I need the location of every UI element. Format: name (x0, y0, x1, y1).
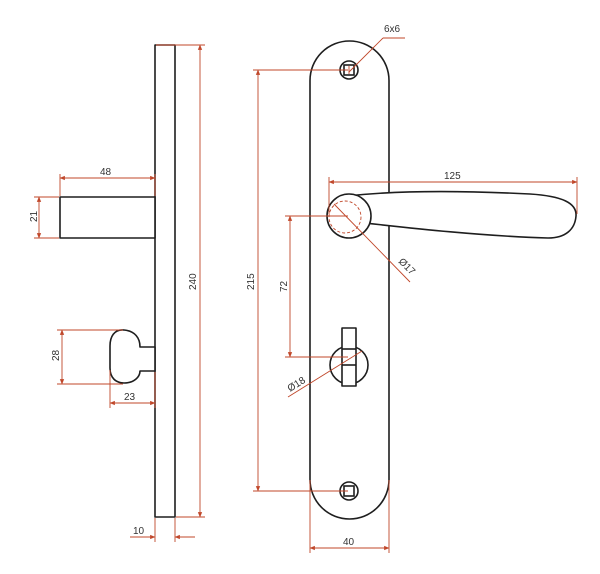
front-backplate (309, 40, 390, 520)
dim-lever-length: 125 (444, 171, 461, 182)
side-view: 48 21 240 28 23 10 (29, 44, 205, 542)
dim-plate-thickness: 10 (133, 526, 145, 537)
dim-plate-width: 40 (343, 537, 355, 548)
side-turn-knob (109, 329, 156, 384)
dim-lever-to-turn: 72 (279, 280, 290, 292)
dim-spindle-length: 48 (100, 167, 112, 178)
side-lever-neck (59, 196, 156, 239)
screw-hole-top (339, 60, 359, 80)
dim-spindle-height: 21 (29, 210, 40, 222)
side-backplate (154, 44, 176, 518)
thumb-turn (329, 327, 369, 387)
dim-knob-length: 23 (124, 392, 136, 403)
dim-plate-height: 240 (188, 273, 199, 290)
dim-lever-rose-diameter: Ø17 (396, 256, 417, 277)
dim-screw-hole: 6x6 (384, 24, 401, 35)
front-view: 6x6 215 125 Ø17 72 Ø18 40 (246, 24, 578, 553)
dim-knob-height: 28 (51, 349, 62, 361)
dim-screw-spacing: 215 (246, 273, 257, 290)
